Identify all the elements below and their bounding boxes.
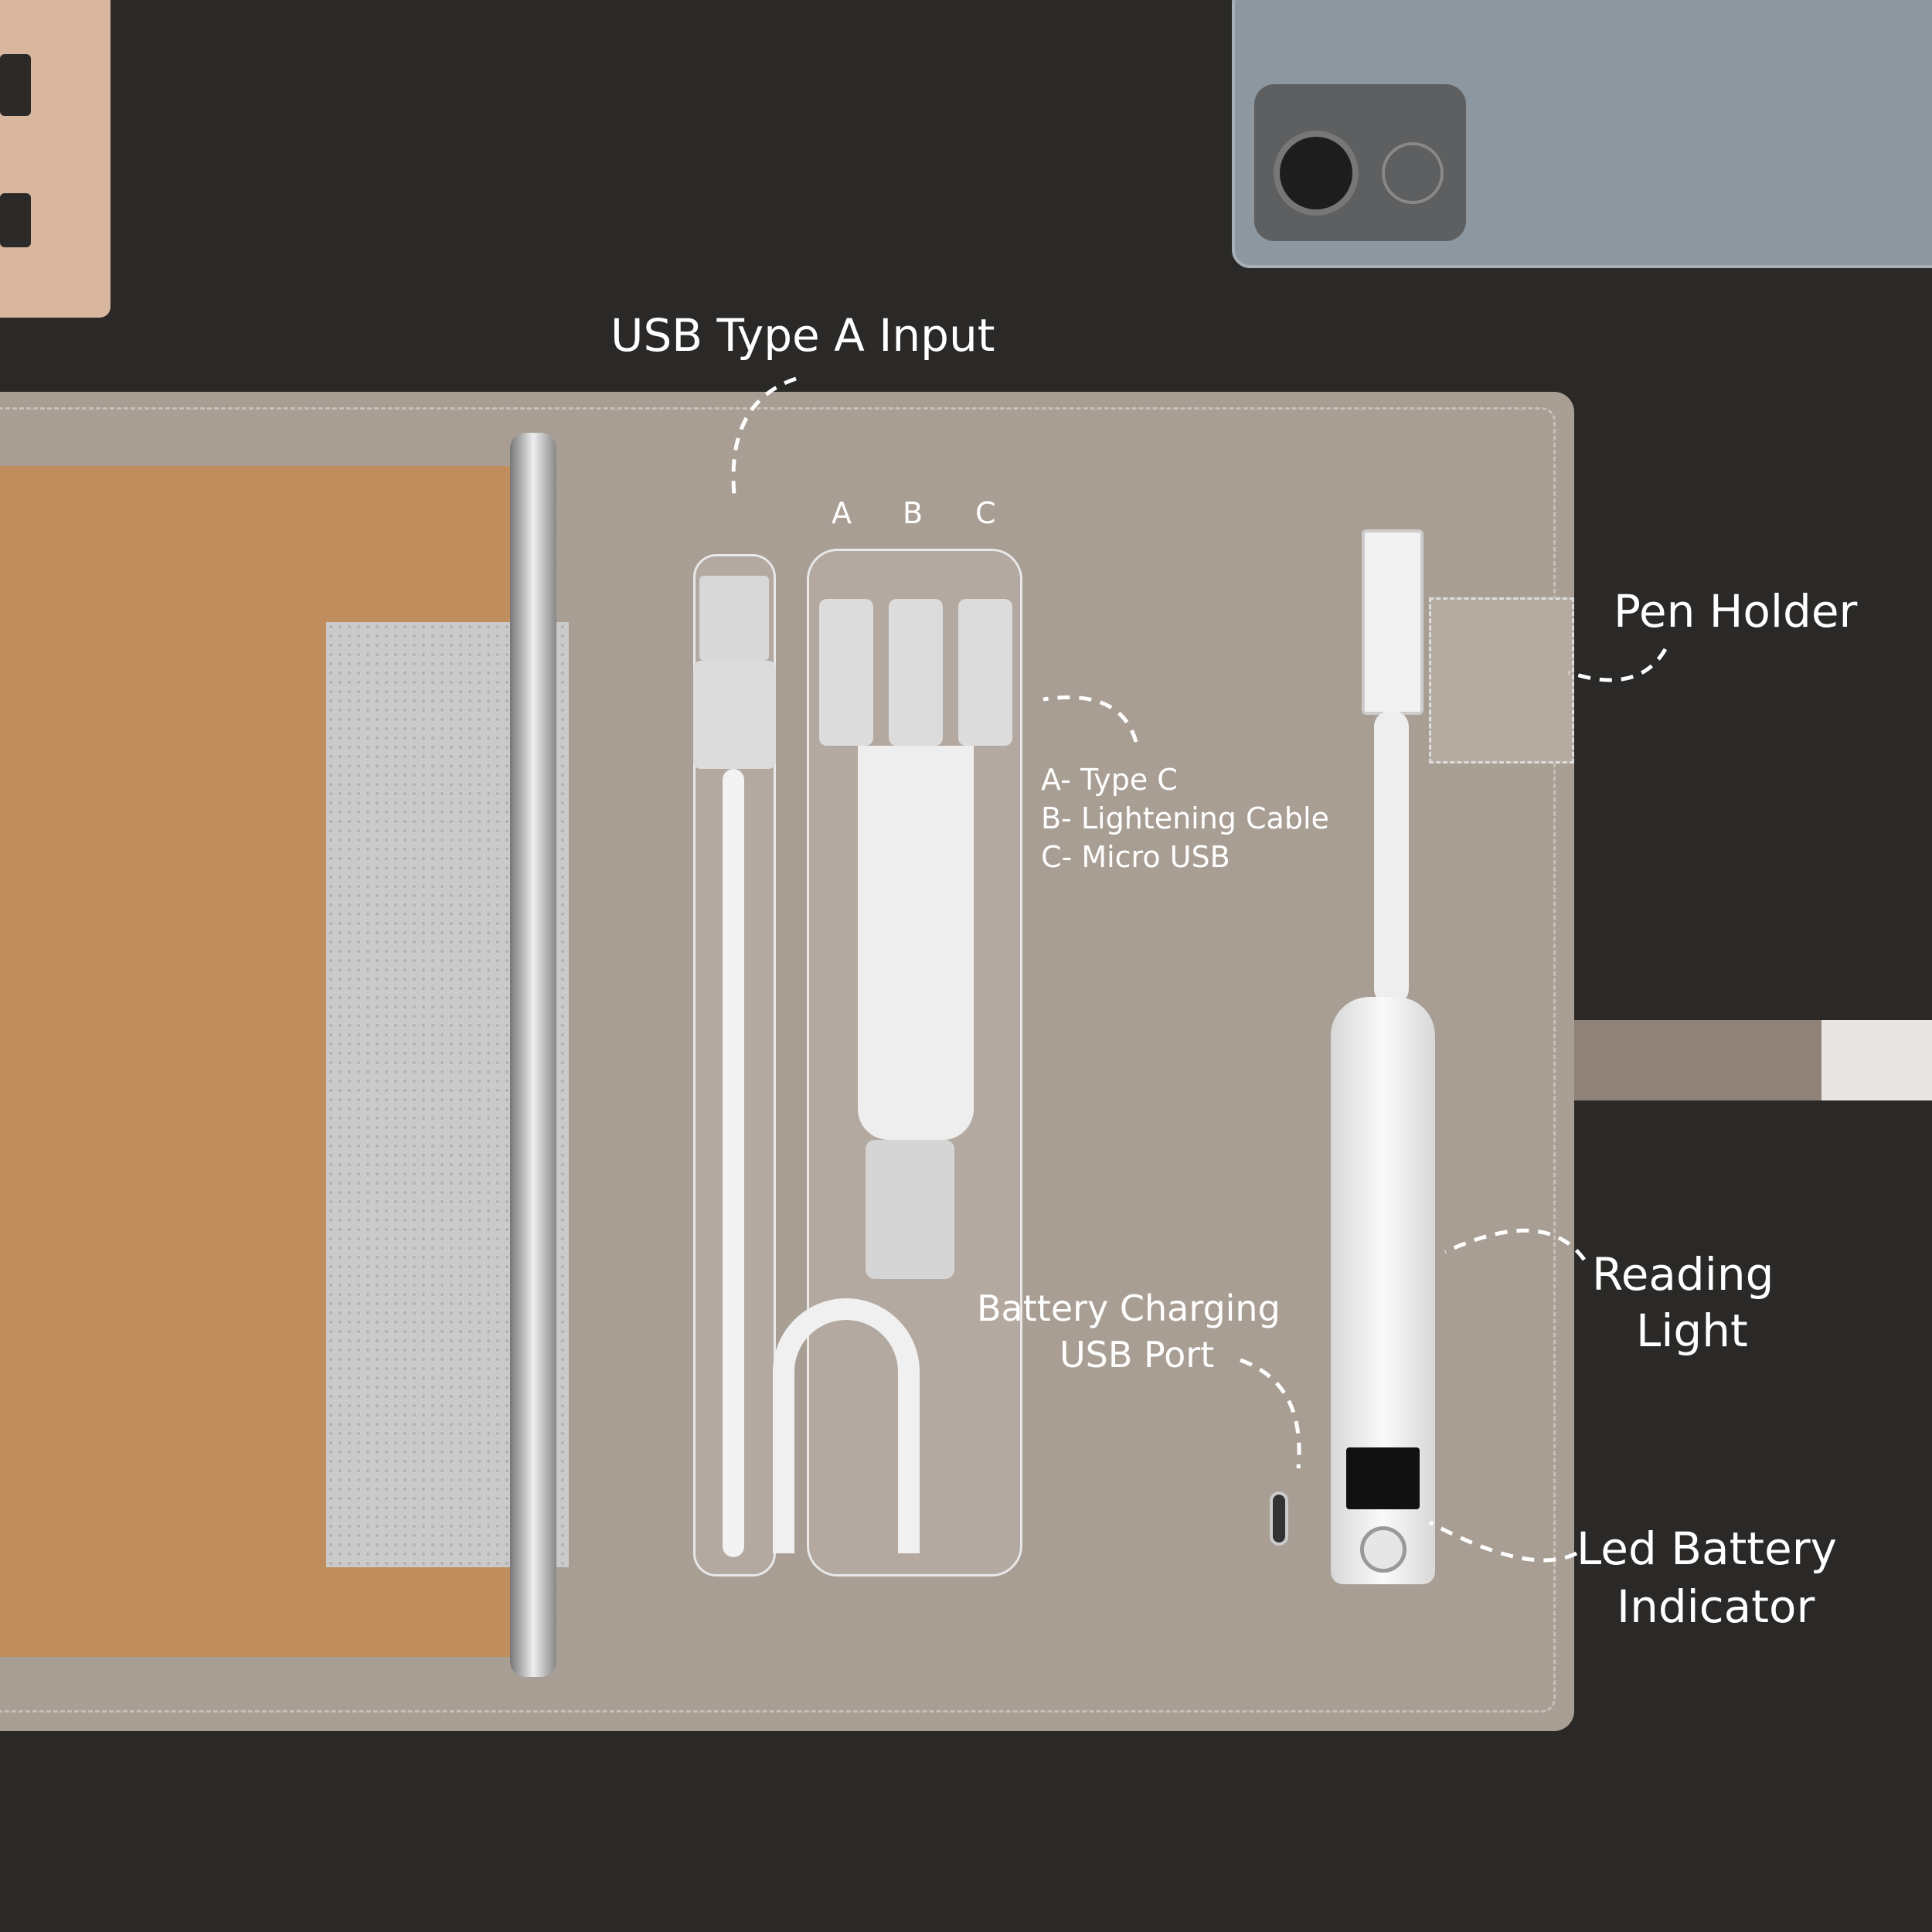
arrow-pen-holder bbox=[1568, 648, 1668, 682]
arrow-connectors bbox=[1043, 695, 1138, 743]
legend-a: A- Type C bbox=[1041, 763, 1178, 797]
label-reading-light-1: Reading bbox=[1592, 1248, 1774, 1301]
arrow-usb-input bbox=[731, 376, 797, 495]
label-charging-port-2: USB Port bbox=[1060, 1334, 1215, 1376]
arrow-battery-indicator bbox=[1428, 1520, 1578, 1563]
cable-splitter bbox=[866, 1140, 954, 1279]
label-battery-indicator-1: Led Battery bbox=[1577, 1522, 1837, 1575]
led-display bbox=[1346, 1447, 1420, 1509]
micro-usb-plug bbox=[958, 599, 1012, 746]
lightning-plug bbox=[889, 599, 943, 746]
camera-module bbox=[1254, 84, 1466, 241]
label-charging-port-1: Battery Charging bbox=[977, 1287, 1281, 1329]
label-reading-light-2: Light bbox=[1636, 1304, 1748, 1357]
label-connector-c: C bbox=[975, 496, 996, 530]
label-battery-indicator-2: Indicator bbox=[1617, 1580, 1815, 1633]
phone bbox=[1232, 0, 1932, 268]
arrow-reading-light bbox=[1444, 1228, 1587, 1261]
legend-b: B- Lightening Cable bbox=[1041, 801, 1329, 835]
label-pen-holder: Pen Holder bbox=[1614, 585, 1858, 638]
pen-holder bbox=[1429, 597, 1574, 764]
label-usb-input: USB Type A Input bbox=[611, 309, 995, 362]
camera-lens-icon bbox=[1274, 131, 1359, 216]
legend-c: C- Micro USB bbox=[1041, 840, 1230, 874]
type-c-plug bbox=[819, 599, 873, 746]
label-connector-a: A bbox=[832, 496, 852, 530]
usb-c-port bbox=[1270, 1492, 1288, 1546]
reading-light-head bbox=[1362, 529, 1423, 715]
arrow-charging-port bbox=[1240, 1358, 1301, 1469]
logo-icon bbox=[1382, 142, 1444, 204]
ring-binder bbox=[510, 433, 556, 1677]
strap bbox=[1574, 1020, 1932, 1100]
power-icon[interactable] bbox=[1360, 1526, 1406, 1573]
laptop-corner bbox=[0, 0, 111, 318]
label-connector-b: B bbox=[903, 496, 923, 530]
usb-a-plug bbox=[699, 576, 769, 661]
